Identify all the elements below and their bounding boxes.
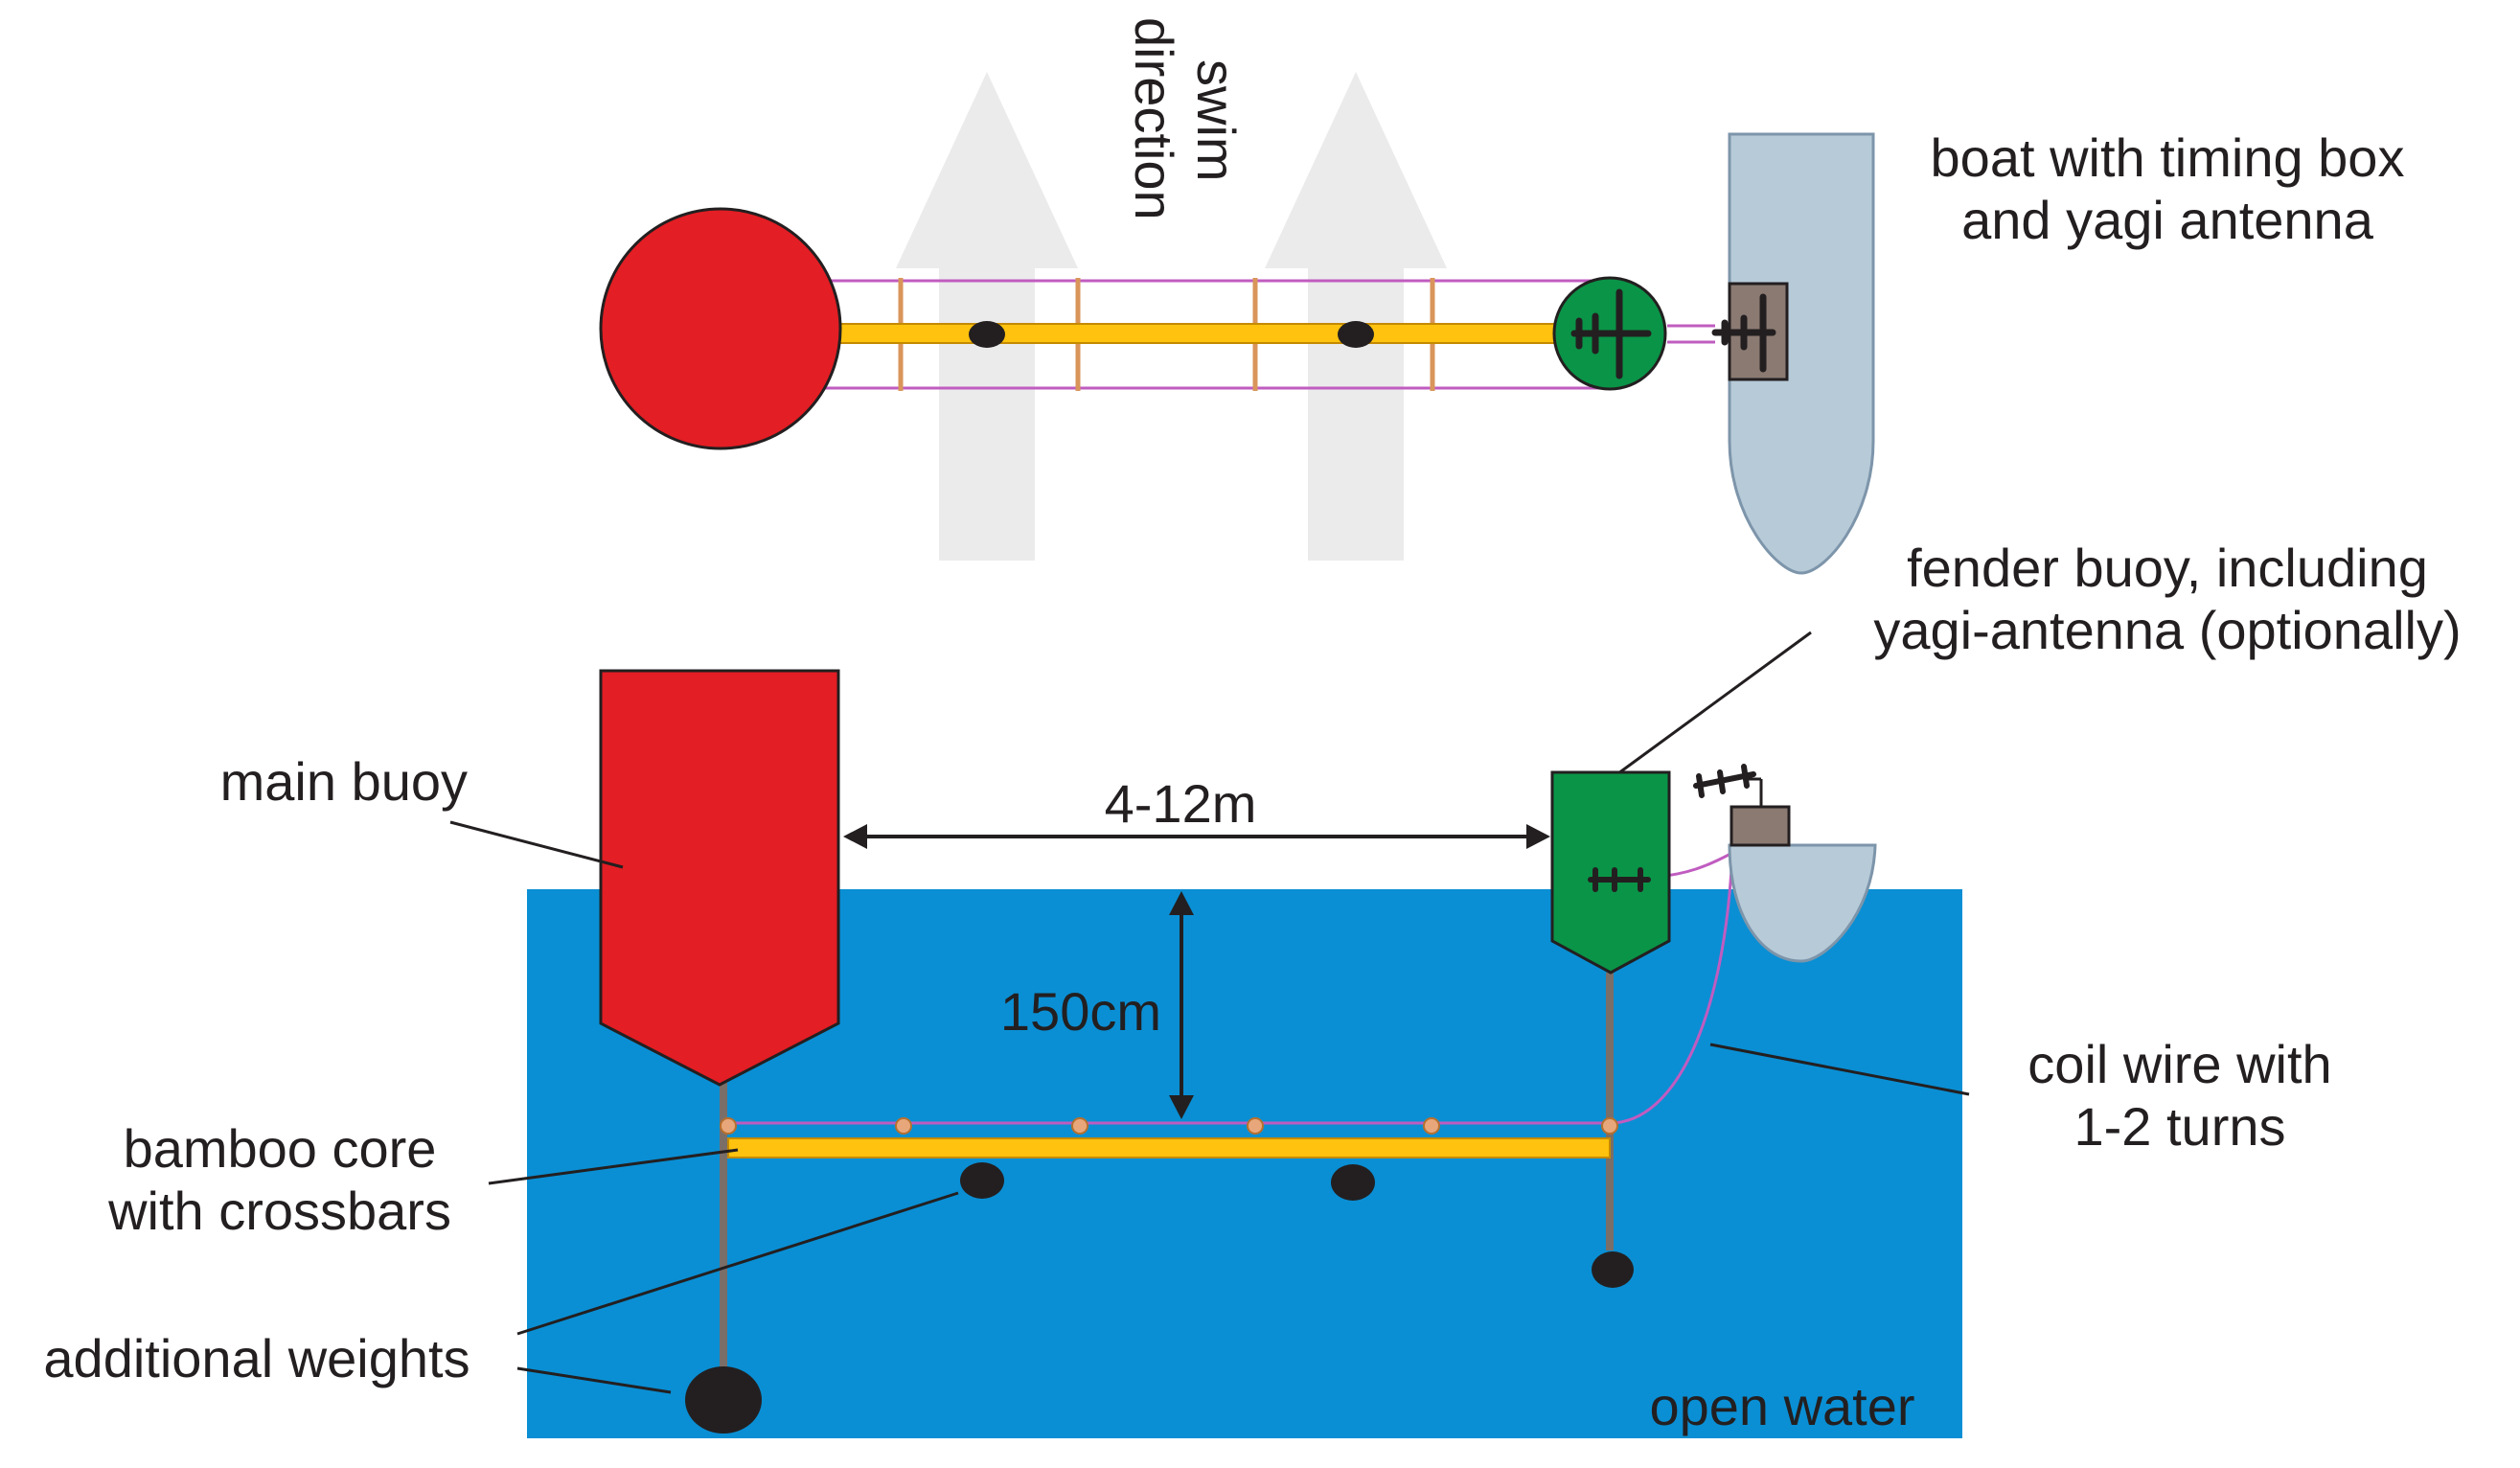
- yagi-antenna-boat-icon: [1711, 293, 1776, 373]
- weight-top-1: [969, 321, 1005, 348]
- boat-label-line1: boat with timing box: [1931, 127, 2405, 188]
- leader-lines: [449, 820, 1970, 1394]
- coil-wire-top: [719, 279, 1715, 390]
- bamboo-core-side: [727, 1137, 1611, 1158]
- open-water-label: open water: [1649, 1376, 1914, 1436]
- bamboo-label-line1: bamboo core: [124, 1118, 437, 1179]
- side-view: 4-12m 150cm main buoy fender buoy, inclu…: [43, 538, 2462, 1438]
- fender-leader-line: [1614, 631, 1812, 778]
- weight-fender-anchor: [1592, 1251, 1634, 1288]
- weight-main-anchor: [685, 1366, 762, 1434]
- boat-side: [1728, 843, 1877, 963]
- depth-label: 150cm: [1000, 981, 1161, 1042]
- crossbar-beads: [720, 1117, 1618, 1135]
- bamboo-core-top: [823, 323, 1587, 344]
- swim-direction-arrow-left: [896, 72, 1078, 561]
- boat-top-view: [1728, 132, 1875, 575]
- distance-label: 4-12m: [1105, 773, 1257, 834]
- main-buoy-side: [599, 669, 840, 1087]
- fender-buoy-side: [1550, 770, 1671, 975]
- swim-direction-arrow-right: [1265, 72, 1447, 561]
- depth-arrow: [1169, 891, 1194, 1119]
- coil-label-line2: 1-2 turns: [2074, 1096, 2286, 1157]
- weight-top-2: [1338, 321, 1374, 348]
- yagi-antenna-side-icon: [1588, 867, 1651, 892]
- main-buoy-label: main buoy: [220, 751, 468, 812]
- fender-label-line1: fender buoy, including: [1907, 538, 2428, 598]
- weight-side-1: [960, 1162, 1004, 1199]
- yagi-antenna-boat-side-icon: [1693, 764, 1756, 798]
- fender-label-line2: yagi-antenna (optionally): [1873, 600, 2461, 660]
- yagi-antenna-icon: [1570, 288, 1652, 379]
- boat-label-line2: and yagi antenna: [1961, 190, 2374, 250]
- weights-label: additional weights: [43, 1328, 470, 1388]
- swim-direction-label-line2: direction: [1124, 17, 1184, 220]
- bamboo-label-line2: with crossbars: [107, 1181, 451, 1241]
- coil-label-line1: coil wire with: [2027, 1034, 2331, 1094]
- distance-arrow: [843, 824, 1550, 849]
- swim-direction-label-line1: swim: [1186, 59, 1247, 182]
- timing-box-side: [1730, 805, 1791, 847]
- main-buoy-top: [599, 207, 842, 450]
- top-view: swim direction boat with timing box and …: [599, 17, 2405, 575]
- weight-side-2: [1331, 1164, 1375, 1201]
